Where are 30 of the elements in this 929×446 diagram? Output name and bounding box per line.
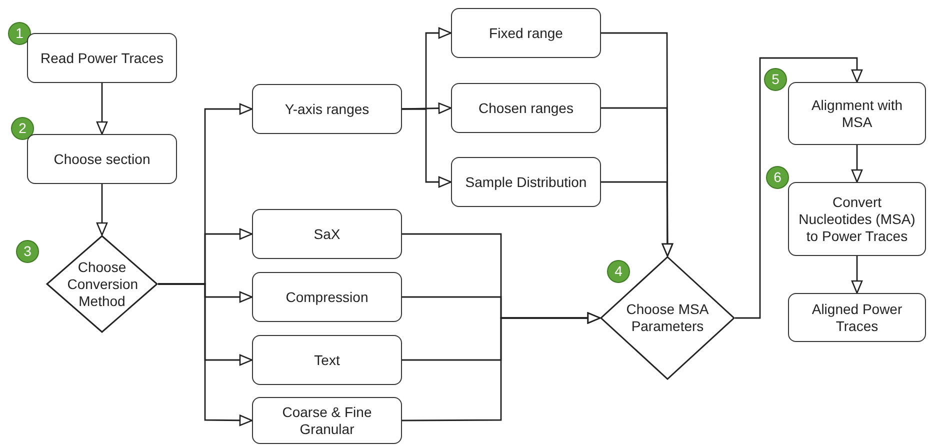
decision-diamond: Choose Conversion Method <box>46 235 158 333</box>
process-box: Y-axis ranges <box>252 84 402 134</box>
arrow <box>402 312 601 422</box>
step-number: 3 <box>16 240 39 263</box>
arrow <box>96 184 108 236</box>
process-box: SaX <box>252 209 402 259</box>
arrow <box>851 256 863 294</box>
arrow <box>158 283 253 426</box>
process-box: Choose section <box>27 134 177 184</box>
process-box: Alignment with MSA <box>788 82 926 145</box>
process-box: Convert Nucleotides (MSA) to Power Traces <box>788 182 926 256</box>
arrow <box>96 83 108 135</box>
step-number: 2 <box>11 117 34 140</box>
arrow <box>402 108 452 188</box>
process-box: Coarse & Fine Granular <box>252 397 402 444</box>
process-box: Fixed range <box>451 8 601 58</box>
step-number: 6 <box>766 166 789 189</box>
process-box: Text <box>252 335 402 385</box>
process-box: Compression <box>252 272 402 322</box>
process-box: Read Power Traces <box>27 33 177 83</box>
step-number: 1 <box>8 22 31 45</box>
arrow <box>402 102 452 114</box>
step-number: 5 <box>764 68 787 91</box>
process-box: Aligned Power Traces <box>788 293 926 342</box>
process-box: Sample Distribution <box>451 157 601 207</box>
arrow <box>601 181 674 257</box>
process-box: Chosen ranges <box>451 83 601 133</box>
step-number: 4 <box>607 260 630 283</box>
arrow <box>735 57 863 319</box>
arrow <box>851 145 863 183</box>
